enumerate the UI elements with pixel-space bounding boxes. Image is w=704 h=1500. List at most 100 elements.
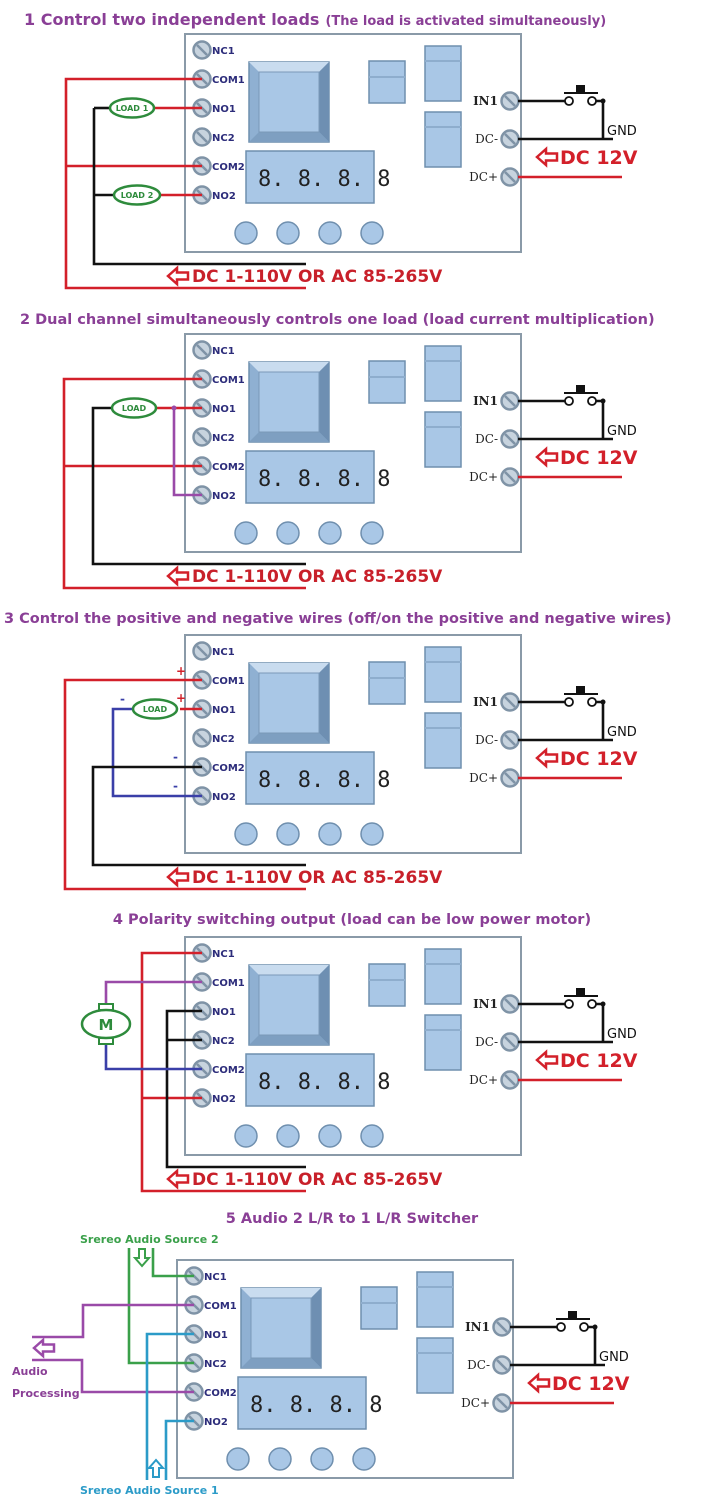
screw-slot bbox=[496, 1359, 508, 1371]
dc12-label: DC 12V bbox=[560, 447, 638, 469]
audio-source-2-label: Srereo Audio Source 2 bbox=[80, 1233, 219, 1246]
gnd-label: GND bbox=[607, 725, 637, 740]
terminal-label-nc1: NC1 bbox=[204, 1272, 227, 1283]
terminal-nc2-icon bbox=[192, 127, 212, 147]
polarity-sign: - bbox=[173, 779, 178, 793]
source1-arrow-icon bbox=[146, 1458, 166, 1478]
terminal-label-com1: COM1 bbox=[212, 375, 245, 386]
push-button-icon bbox=[576, 85, 585, 93]
relay-bevel-bottom bbox=[249, 733, 329, 743]
section-1: 1 Control two independent loads(The load… bbox=[24, 10, 638, 290]
capacitor-component-2 bbox=[424, 1014, 462, 1071]
load-label: LOAD bbox=[143, 705, 168, 714]
switch-contact-right bbox=[587, 999, 597, 1009]
terminal-dcminus-icon bbox=[500, 730, 520, 750]
wire-negative-blue bbox=[111, 707, 202, 798]
terminal-label-dcplus: DC+ bbox=[461, 1396, 490, 1410]
terminal-label-no1: NO1 bbox=[212, 705, 236, 716]
section-title-main: 2 Dual channel simultaneously controls o… bbox=[20, 312, 655, 328]
capacitor-component-1 bbox=[424, 948, 462, 1005]
wire-source2-nc2 bbox=[127, 1248, 194, 1365]
polarity-sign: - bbox=[173, 750, 178, 764]
switch-contact-left bbox=[564, 999, 574, 1009]
terminal-dcminus-icon bbox=[500, 129, 520, 149]
relay-bevel-top bbox=[241, 1288, 321, 1298]
load-1-label: LOAD 1 bbox=[116, 104, 149, 113]
gnd-label: GND bbox=[607, 124, 637, 139]
dc12-arrow-icon bbox=[535, 146, 559, 168]
relay-board bbox=[184, 33, 522, 253]
push-button-icon bbox=[568, 1311, 577, 1319]
terminal-label-in1: IN1 bbox=[473, 94, 498, 108]
gnd-label: GND bbox=[599, 1350, 629, 1365]
screw-slot bbox=[196, 131, 208, 143]
terminal-label-dcplus: DC+ bbox=[469, 1073, 498, 1087]
led-display bbox=[245, 450, 375, 504]
dc12-label: DC 12V bbox=[560, 748, 638, 770]
wire-source1-no2 bbox=[164, 1419, 194, 1480]
terminal-label-nc1: NC1 bbox=[212, 949, 235, 960]
terminal-dcminus-icon bbox=[492, 1355, 512, 1375]
terminal-label-dcminus: DC- bbox=[467, 1358, 490, 1372]
screw-slot bbox=[504, 998, 516, 1010]
junction-dot bbox=[600, 699, 606, 705]
capacitor-component-2 bbox=[424, 111, 462, 168]
relay-bevel-right bbox=[311, 1288, 321, 1368]
terminal-label-no2: NO2 bbox=[212, 191, 236, 202]
section-5: 5 Audio 2 L/R to 1 L/R SwitcherNC1COM1NO… bbox=[12, 1211, 630, 1497]
relay-bevel-bottom bbox=[241, 1358, 321, 1368]
terminal-label-nc2: NC2 bbox=[204, 1359, 227, 1370]
push-button-icon bbox=[576, 988, 585, 996]
terminal-label-com2: COM2 bbox=[212, 763, 245, 774]
terminal-dcplus-icon bbox=[500, 1070, 520, 1090]
screw-slot bbox=[196, 44, 208, 56]
terminal-dcplus-icon bbox=[500, 167, 520, 187]
section-3: 3 Control the positive and negative wire… bbox=[4, 611, 672, 891]
wire-motor-com2 bbox=[104, 1038, 202, 1071]
relay-bevel-top bbox=[249, 965, 329, 975]
relay-bevel-top bbox=[249, 362, 329, 372]
terminal-dcminus-icon bbox=[500, 429, 520, 449]
polarity-sign: - bbox=[120, 692, 125, 706]
switch-contact-right bbox=[579, 1322, 589, 1332]
wire-return-black bbox=[91, 765, 306, 867]
terminal-label-com2: COM2 bbox=[204, 1388, 237, 1399]
wire-gnd bbox=[596, 700, 605, 740]
section-title-note: (The load is activated simultaneously) bbox=[325, 14, 606, 29]
section-title-5: 5 Audio 2 L/R to 1 L/R Switcher bbox=[226, 1211, 479, 1227]
wire-supply-red bbox=[64, 77, 306, 290]
wire-source2-nc1 bbox=[151, 1248, 194, 1278]
load-1-oval bbox=[108, 97, 156, 119]
terminal-label-com1: COM1 bbox=[212, 75, 245, 86]
terminal-label-dcplus: DC+ bbox=[469, 470, 498, 484]
led-display bbox=[245, 1053, 375, 1107]
terminal-in1-icon bbox=[500, 391, 520, 411]
load-2-oval bbox=[112, 184, 162, 206]
audio-source-1-label: Srereo Audio Source 1 bbox=[80, 1484, 219, 1497]
screw-slot bbox=[196, 645, 208, 657]
led-display bbox=[245, 751, 375, 805]
led-display-digits: 8. 8. 8. 8 bbox=[258, 768, 390, 793]
screw-slot bbox=[504, 95, 516, 107]
board-button-2 bbox=[276, 822, 300, 846]
screw-slot bbox=[496, 1321, 508, 1333]
screw-slot bbox=[504, 433, 516, 445]
smd-component bbox=[368, 661, 406, 705]
supply-arrow-icon bbox=[166, 565, 190, 587]
terminal-label-in1: IN1 bbox=[473, 394, 498, 408]
terminal-in1-icon bbox=[492, 1317, 512, 1337]
terminal-label-no1: NO1 bbox=[204, 1330, 228, 1341]
board-button-4 bbox=[360, 822, 384, 846]
relay-face bbox=[250, 1297, 312, 1359]
relay-bevel-bottom bbox=[249, 132, 329, 142]
section-title-main: 5 Audio 2 L/R to 1 L/R Switcher bbox=[226, 1211, 479, 1227]
led-display-digits: 8. 8. 8. 8 bbox=[258, 167, 390, 192]
wire-bridge-purple bbox=[172, 408, 202, 497]
board-button-4 bbox=[360, 521, 384, 545]
terminal-label-no1: NO1 bbox=[212, 104, 236, 115]
screw-slot bbox=[196, 732, 208, 744]
polarity-sign: + bbox=[176, 691, 186, 705]
screw-slot bbox=[196, 431, 208, 443]
led-display-digits: 8. 8. 8. 8 bbox=[258, 1070, 390, 1095]
